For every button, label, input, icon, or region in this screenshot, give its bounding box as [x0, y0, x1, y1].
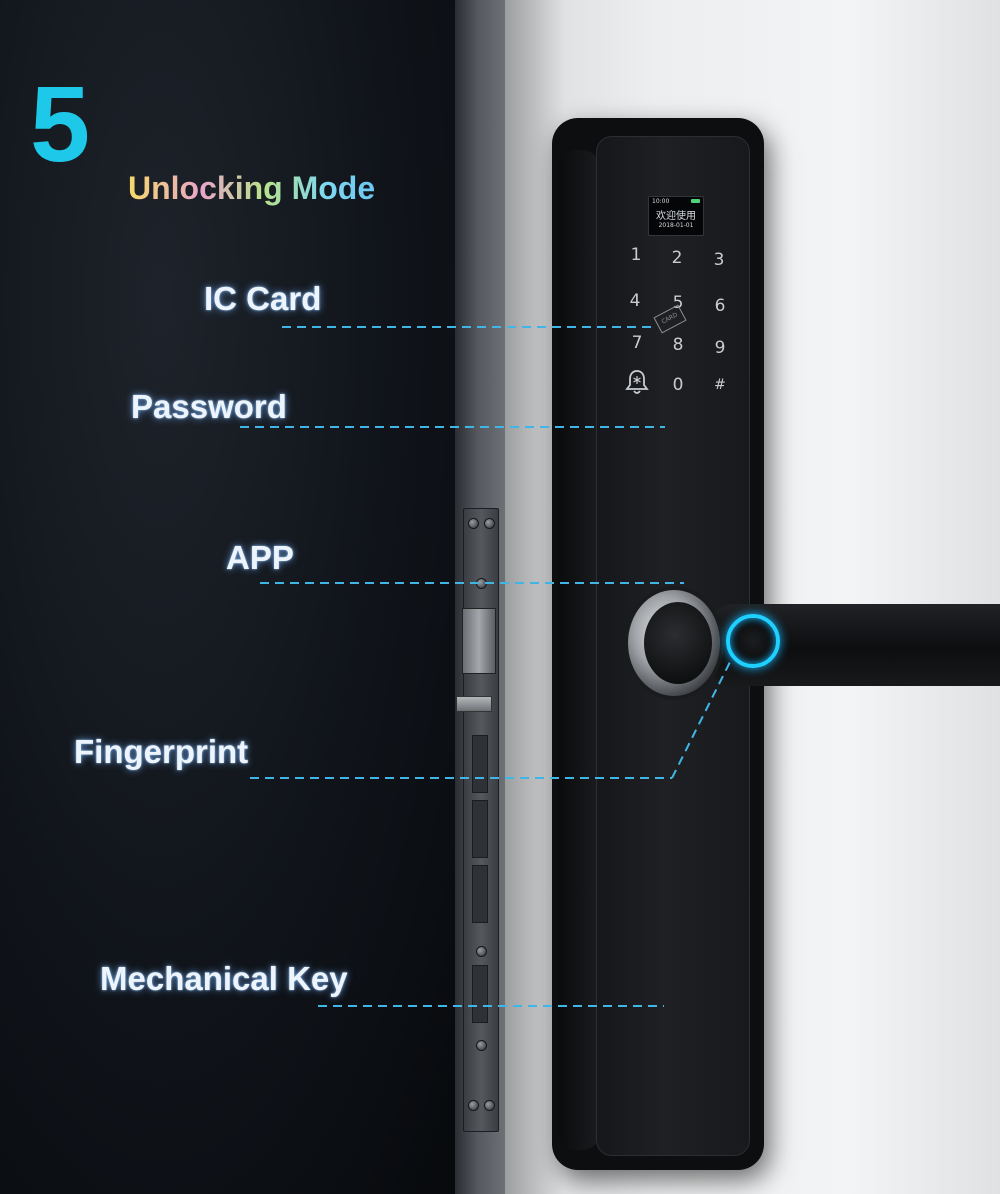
lock-side-panel	[558, 150, 600, 1150]
display-welcome-text: 欢迎使用	[656, 211, 696, 222]
bell-icon[interactable]	[623, 368, 651, 396]
label-fingerprint: Fingerprint	[74, 733, 249, 770]
plate-slot	[472, 965, 488, 1023]
screw-icon	[468, 518, 479, 529]
plate-slot	[472, 865, 488, 923]
screw-icon	[484, 518, 495, 529]
keypad-key-7[interactable]: 7	[631, 333, 643, 353]
mode-count-number: 5	[30, 63, 91, 184]
display-time: 10:00	[652, 198, 670, 205]
keypad-key-1[interactable]: 1	[630, 245, 642, 265]
label-password: Password	[131, 388, 287, 425]
dark-background	[0, 0, 460, 1194]
keypad-key-9[interactable]: 9	[714, 338, 726, 358]
keypad-key-0[interactable]: 0	[672, 375, 684, 395]
screw-icon	[476, 1040, 487, 1051]
plate-slot	[472, 800, 488, 858]
keypad-key-3[interactable]: 3	[713, 250, 725, 270]
keypad-key-hash[interactable]: #	[714, 377, 726, 393]
keypad-key-2[interactable]: 2	[671, 248, 683, 268]
lock-display-screen: 10:00 欢迎使用 2018-01-01	[648, 196, 704, 236]
keypad-key-6[interactable]: 6	[714, 296, 726, 316]
mode-title: Unlocking Mode	[128, 170, 376, 206]
label-mechanical-key: Mechanical Key	[100, 960, 348, 997]
screw-icon	[476, 578, 487, 589]
screw-icon	[476, 946, 487, 957]
latch-bolt	[462, 608, 496, 674]
battery-icon	[691, 199, 700, 203]
label-ic-card: IC Card	[204, 280, 322, 317]
screw-icon	[484, 1100, 495, 1111]
dead-bolt	[456, 696, 492, 712]
handle-hub	[644, 602, 712, 684]
screw-icon	[468, 1100, 479, 1111]
keypad-key-5[interactable]: 5	[672, 293, 684, 313]
label-app: APP	[226, 539, 294, 576]
display-date: 2018-01-01	[658, 222, 694, 229]
plate-slot	[472, 735, 488, 793]
keypad-key-8[interactable]: 8	[672, 335, 684, 355]
keypad-key-4[interactable]: 4	[629, 291, 641, 311]
fingerprint-icon[interactable]	[726, 614, 780, 668]
